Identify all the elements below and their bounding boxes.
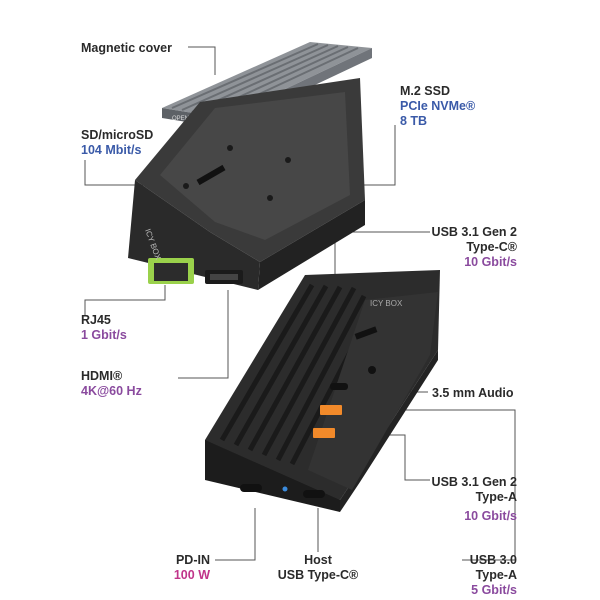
m2-name: M.2 SSD bbox=[400, 84, 451, 98]
usb31a-value: 10 Gbit/s bbox=[464, 509, 517, 523]
magnetic-cover-label: Magnetic cover bbox=[81, 41, 172, 56]
closed-dock: ICY BOX bbox=[205, 270, 440, 512]
usb-a-port-1 bbox=[320, 405, 342, 415]
status-led bbox=[282, 486, 288, 492]
sd-name: SD/microSD bbox=[81, 128, 154, 142]
rj45-name: RJ45 bbox=[81, 313, 111, 327]
hdmi-value: 4K@60 Hz bbox=[81, 384, 142, 398]
usb31a-name-1: USB 3.1 Gen 2 bbox=[431, 475, 517, 489]
leader-pdin bbox=[215, 508, 256, 561]
leader-usb31c bbox=[334, 231, 430, 275]
audio-label: 3.5 mm Audio bbox=[432, 386, 514, 401]
leader-magnetic-cover bbox=[188, 46, 216, 75]
pdin-value: 100 W bbox=[173, 568, 210, 582]
hdmi-label: HDMI® 4K@60 Hz bbox=[81, 369, 142, 399]
hdmi-name: HDMI® bbox=[81, 369, 123, 383]
leader-sd bbox=[84, 160, 155, 186]
sd-value: 104 Mbit/s bbox=[81, 143, 142, 157]
usb31a-name-2: Type-A bbox=[475, 490, 517, 504]
rj45-value: 1 Gbit/s bbox=[81, 328, 127, 342]
usb30-name-2: Type-A bbox=[475, 568, 517, 582]
leader-m2 bbox=[350, 125, 396, 186]
open-enclosure: ICY BOX bbox=[128, 78, 365, 290]
open-label: OPEN bbox=[172, 116, 189, 122]
usb31c-label: USB 3.1 Gen 2 Type-C® 10 Gbit/s bbox=[432, 225, 517, 270]
host-label: Host USB Type-C® bbox=[270, 553, 366, 583]
pd-in-port bbox=[240, 484, 262, 492]
usb30-value: 5 Gbit/s bbox=[471, 583, 517, 597]
m2-value-interface: PCIe NVMe® bbox=[400, 99, 476, 113]
pdin-name: PD-IN bbox=[175, 553, 210, 567]
magnetic-cover-text: Magnetic cover bbox=[81, 41, 173, 55]
host-name-2: USB Type-C® bbox=[277, 568, 359, 582]
m2-label: M.2 SSD PCIe NVMe® 8 TB bbox=[400, 84, 475, 129]
brand-mark-right: ICY BOX bbox=[370, 299, 403, 308]
leader-usb30 bbox=[405, 409, 516, 561]
pdin-label: PD-IN 100 W bbox=[174, 553, 210, 583]
usb31c-name-2: Type-C® bbox=[466, 240, 517, 254]
usb31a-label: USB 3.1 Gen 2 Type-A 10 Gbit/s bbox=[432, 475, 517, 524]
m2-value-capacity: 8 TB bbox=[400, 114, 428, 128]
usb31c-value: 10 Gbit/s bbox=[464, 255, 517, 269]
usb-a-port-2 bbox=[313, 428, 335, 438]
sd-label: SD/microSD 104 Mbit/s bbox=[81, 128, 153, 158]
usbc-port-side bbox=[330, 383, 348, 390]
audio-name: 3.5 mm Audio bbox=[432, 386, 514, 400]
sd-slot bbox=[354, 326, 378, 340]
host-usbc-port bbox=[303, 490, 325, 498]
usb31c-name-1: USB 3.1 Gen 2 bbox=[431, 225, 517, 239]
usb30-label: USB 3.0 Type-A 5 Gbit/s bbox=[470, 553, 517, 598]
host-name-1: Host bbox=[304, 553, 332, 567]
leader-lines bbox=[84, 46, 516, 561]
audio-jack bbox=[368, 366, 376, 374]
rj45-label: RJ45 1 Gbit/s bbox=[81, 313, 127, 343]
leader-hdmi bbox=[178, 290, 229, 379]
leader-rj45 bbox=[84, 285, 166, 315]
usb30-name-1: USB 3.0 bbox=[469, 553, 517, 567]
